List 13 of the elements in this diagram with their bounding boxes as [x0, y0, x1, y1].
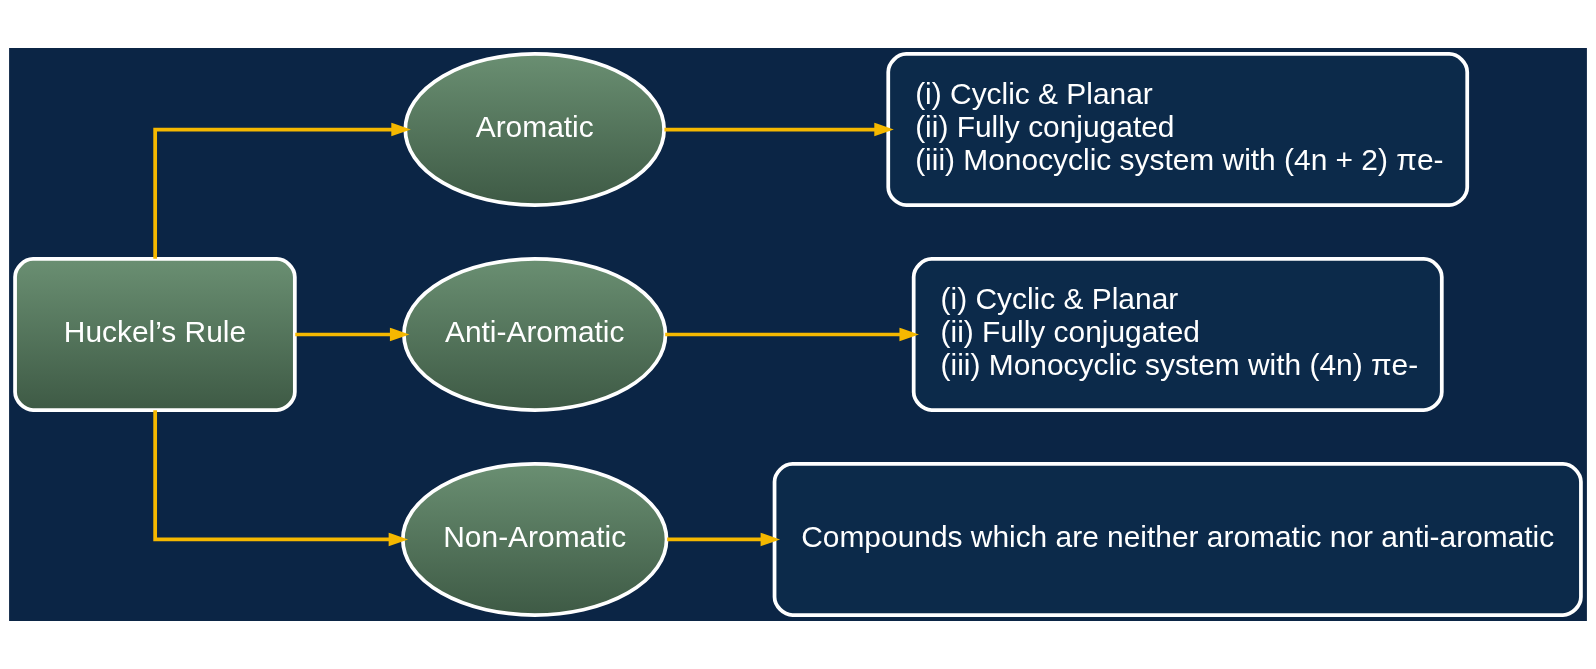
node-box: Compounds which are neither aromatic nor anti-aromatic — [772, 462, 1583, 617]
node-box: (i) Cyclic & Planar (ii) Fully conjugated (iii) Monocyclic system with (4n + 2) πe- — [886, 52, 1470, 207]
node-ellipse: Aromatic — [403, 52, 666, 207]
arrow — [664, 122, 894, 137]
node-box: (i) Cyclic & Planar (ii) Fully conjugated (iii) Monocyclic system with (4n) πe- — [911, 257, 1444, 412]
node-box: Huckel’s Rule — [13, 257, 297, 412]
arrow — [295, 327, 410, 342]
arrow — [665, 327, 919, 342]
node-ellipse: Non-Aromatic — [400, 462, 669, 617]
arrow — [153, 122, 411, 259]
arrow — [667, 532, 781, 547]
node-ellipse: Anti-Aromatic — [402, 257, 668, 412]
arrow — [153, 410, 409, 547]
